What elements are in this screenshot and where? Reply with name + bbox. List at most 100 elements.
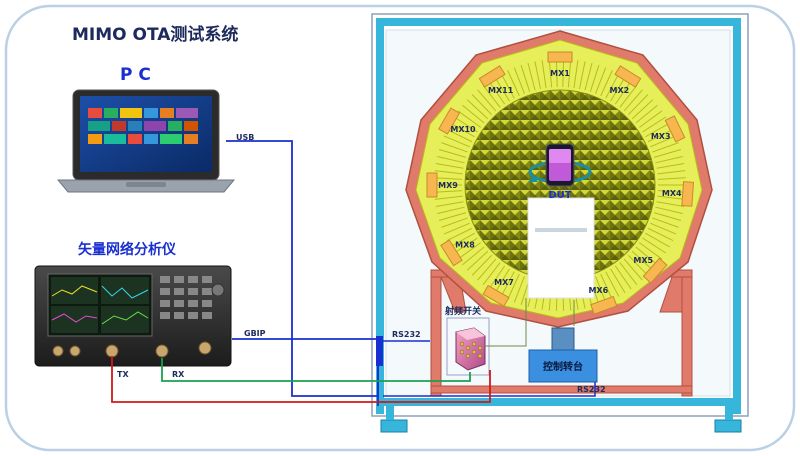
absorber-spike — [631, 250, 654, 271]
absorber-spike — [471, 94, 493, 116]
absorber-spike — [600, 273, 613, 300]
absorber-spike — [657, 195, 686, 200]
absorber-spike — [656, 201, 685, 207]
turntable-label: 控制转台 — [543, 360, 583, 373]
absorber-spike — [647, 128, 674, 143]
absorber-spike — [438, 149, 467, 158]
tx-cable — [111, 356, 491, 403]
absorber-spike — [619, 262, 638, 286]
probe-mx4 — [681, 181, 695, 207]
absorber-spike — [434, 190, 463, 193]
walkway — [527, 197, 595, 299]
absorber-spike — [619, 84, 638, 108]
absorber-spike — [650, 135, 677, 148]
absorber-spike — [610, 76, 626, 102]
absorber-spike — [635, 246, 658, 266]
absorber-spike — [645, 232, 670, 248]
absorber-spike — [631, 99, 654, 120]
absorber-spike — [567, 59, 572, 88]
absorber-spike — [441, 217, 468, 228]
absorber-spike — [453, 237, 478, 254]
absorber-spike — [655, 155, 683, 164]
rf-switch-label: 射频开关 — [444, 305, 481, 317]
pc-label: P C — [120, 65, 151, 85]
absorber-spike — [573, 60, 579, 89]
switch-chamber-link — [485, 298, 527, 347]
rx-port-label: RX — [172, 370, 185, 379]
absorber-spike — [466, 250, 489, 271]
diagram-title: MIMO OTA测试系统 — [72, 24, 238, 45]
probe-mx7 — [482, 284, 510, 307]
absorber-spike — [435, 201, 464, 207]
absorber-spike — [657, 177, 686, 180]
absorber-spike — [541, 60, 547, 89]
absorber-spike — [623, 258, 643, 281]
rs232-bottom-label: RS232 — [577, 385, 606, 394]
absorber-spike — [450, 232, 475, 248]
absorber-spike — [650, 222, 677, 235]
absorber-spike — [595, 276, 607, 303]
absorber-spike — [482, 84, 501, 108]
absorber-spike — [614, 265, 632, 290]
probe-label-mx9: MX9 — [438, 181, 458, 190]
usb-port-label: USB — [236, 133, 254, 142]
probe-label-mx4: MX4 — [662, 189, 682, 198]
absorber-spike — [627, 254, 649, 276]
absorber-spike — [610, 268, 626, 294]
turntable-controller-box — [528, 349, 598, 383]
absorber-spike — [653, 149, 682, 158]
probe-mx9 — [426, 172, 438, 198]
tx-port-label: TX — [117, 370, 129, 379]
probe-label-mx10: MX10 — [450, 125, 476, 134]
absorber-spike — [657, 190, 686, 193]
absorber-spike — [562, 59, 565, 88]
probe-mx2 — [614, 65, 642, 88]
probe-mx5 — [642, 257, 668, 284]
dut-phone-icon — [528, 143, 592, 187]
absorber-spike — [488, 80, 506, 105]
probe-antennas — [426, 51, 695, 315]
absorber-spike — [437, 206, 465, 215]
absorber-spike — [605, 271, 620, 297]
absorber-spike — [635, 104, 658, 124]
absorber-spike — [614, 80, 632, 105]
absorber-spike — [605, 73, 620, 99]
absorber-spike — [471, 254, 493, 276]
absorber-spike — [457, 110, 482, 128]
rs232-bottom-cable — [383, 382, 596, 397]
absorber-spike — [488, 265, 506, 290]
absorber-spike — [434, 195, 463, 200]
absorber-spike — [652, 217, 679, 228]
absorber-spikes — [434, 59, 686, 311]
absorber-spike — [655, 206, 683, 215]
probe-label-mx11: MX11 — [488, 86, 514, 95]
gbip-port-label: GBIP — [244, 329, 266, 338]
probe-label-mx8: MX8 — [455, 240, 475, 249]
absorber-spike — [647, 227, 674, 242]
dut-label: DUT — [548, 190, 571, 201]
absorber-spike — [642, 116, 667, 133]
absorber-spike — [462, 104, 485, 124]
absorber-spike — [548, 59, 553, 88]
rf-switch-icon — [455, 327, 486, 371]
absorber-spike — [466, 99, 489, 120]
turntable-mount — [551, 327, 575, 351]
probe-label-mx6: MX6 — [588, 286, 608, 295]
absorber-spike — [627, 94, 649, 116]
absorber-spike — [638, 110, 663, 128]
absorber-spike — [443, 135, 470, 148]
absorber-spike — [494, 76, 510, 102]
probe-mx3 — [664, 115, 686, 143]
absorber-spike — [584, 63, 593, 91]
absorber-spike — [457, 242, 482, 260]
absorber-spike — [446, 128, 473, 143]
absorber-spike — [477, 258, 497, 281]
absorber-spike — [589, 65, 600, 92]
probe-label-mx2: MX2 — [609, 86, 629, 95]
absorber-spike — [578, 61, 586, 90]
absorber-spike — [595, 67, 607, 94]
absorber-spike — [513, 67, 525, 94]
absorber-spike — [446, 227, 473, 242]
